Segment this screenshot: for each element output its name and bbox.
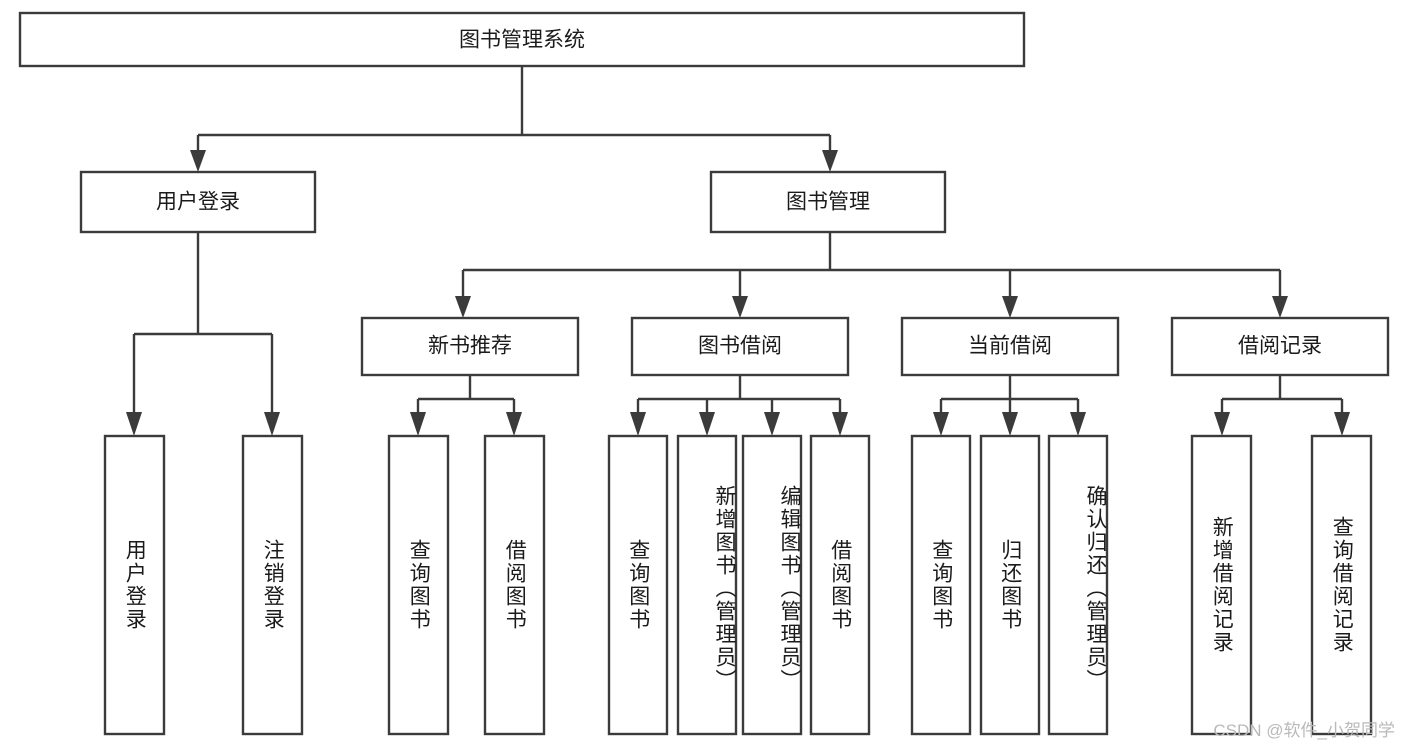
arrow-head-icon <box>630 412 646 436</box>
connector-userlogin-to-leaves <box>126 232 280 436</box>
arrow-head-icon <box>1334 412 1350 436</box>
arrow-head-icon <box>832 412 848 436</box>
csdn-watermark: CSDN @软件_小贺同学 <box>1213 721 1395 740</box>
leaf-label-borrowrecord-query: 查询借阅记录 <box>1330 516 1354 654</box>
connector-borrowrecord-to-leaves <box>1214 375 1350 436</box>
leaf-label-currentborrow-confirm: 确认归还（管理员） <box>1084 484 1107 692</box>
leaf-label-bookborrow-borrow: 借阅图书 <box>828 539 852 631</box>
leaf-box-bookborrow-borrow[interactable] <box>809 434 871 736</box>
arrow-head-icon <box>732 296 748 318</box>
node-book-management-box[interactable] <box>709 170 947 234</box>
leaf-box-newbook-borrow[interactable] <box>483 434 546 736</box>
leaf-box-borrowrecord-query[interactable] <box>1310 434 1373 736</box>
node-user-login-label: 用户登录 <box>156 191 240 214</box>
arrow-head-icon <box>933 412 949 436</box>
connector-level2-to-level3 <box>455 232 1288 318</box>
arrow-head-icon <box>699 412 715 436</box>
arrow-head-icon <box>264 412 280 436</box>
leaf-label-user-login-login: 用户登录 <box>123 539 147 631</box>
node-book-management-label: 图书管理 <box>786 191 870 214</box>
leaf-box-bookborrow-query[interactable] <box>607 434 669 736</box>
node-current-borrow-label: 当前借阅 <box>968 335 1052 358</box>
leaf-box-currentborrow-query[interactable] <box>910 434 972 736</box>
leaf-box-bookborrow-edit[interactable] <box>741 434 803 736</box>
arrow-head-icon <box>410 412 426 436</box>
leaf-box-bookborrow-add[interactable] <box>676 434 738 736</box>
arrow-head-icon <box>190 150 206 172</box>
arrow-head-icon <box>1214 412 1230 436</box>
node-new-book-recommend-box[interactable] <box>360 316 580 377</box>
leaf-label-bookborrow-query: 查询图书 <box>626 539 650 631</box>
connector-bookborrow-to-leaves <box>630 375 848 436</box>
node-root-label: 图书管理系统 <box>459 29 585 52</box>
leaf-box-currentborrow-confirm[interactable] <box>1047 434 1109 736</box>
leaf-label-currentborrow-return: 归还图书 <box>998 539 1022 631</box>
arrow-head-icon <box>1272 296 1288 318</box>
connector-root-to-level2 <box>190 66 838 172</box>
leaf-box-currentborrow-return[interactable] <box>979 434 1041 736</box>
leaf-label-bookborrow-add: 新增图书（管理员） <box>713 484 736 692</box>
arrow-head-icon <box>506 412 522 436</box>
node-borrow-record-box[interactable] <box>1170 316 1390 377</box>
node-root-box[interactable] <box>18 11 1026 68</box>
arrow-head-icon <box>1070 412 1086 436</box>
node-new-book-recommend-label: 新书推荐 <box>428 335 512 358</box>
node-book-borrow-label: 图书借阅 <box>698 335 782 358</box>
arrow-head-icon <box>1002 296 1018 318</box>
node-book-borrow-box[interactable] <box>630 316 850 377</box>
arrow-head-icon <box>1002 412 1018 436</box>
arrow-head-icon <box>764 412 780 436</box>
leaf-label-newbook-borrow: 借阅图书 <box>503 539 527 631</box>
node-current-borrow-box[interactable] <box>900 316 1120 377</box>
arrow-head-icon <box>126 412 142 436</box>
leaf-box-user-login-logout[interactable] <box>241 434 304 736</box>
leaf-label-user-login-logout: 注销登录 <box>261 539 285 631</box>
leaf-label-currentborrow-query: 查询图书 <box>929 539 953 631</box>
leaf-label-borrowrecord-add: 新增借阅记录 <box>1210 516 1234 654</box>
leaf-label-newbook-query: 查询图书 <box>407 539 431 631</box>
leaf-box-newbook-query[interactable] <box>387 434 450 736</box>
connector-newbook-to-leaves <box>410 375 522 436</box>
connector-currentborrow-to-leaves <box>933 375 1086 436</box>
node-borrow-record-label: 借阅记录 <box>1238 335 1322 358</box>
leaf-box-user-login-login[interactable] <box>103 434 166 736</box>
node-user-login-box[interactable] <box>79 170 317 234</box>
leaf-label-bookborrow-edit: 编辑图书（管理员） <box>778 484 801 692</box>
arrow-head-icon <box>455 296 471 318</box>
leaf-box-borrowrecord-add[interactable] <box>1190 434 1253 736</box>
arrow-head-icon <box>822 150 838 172</box>
